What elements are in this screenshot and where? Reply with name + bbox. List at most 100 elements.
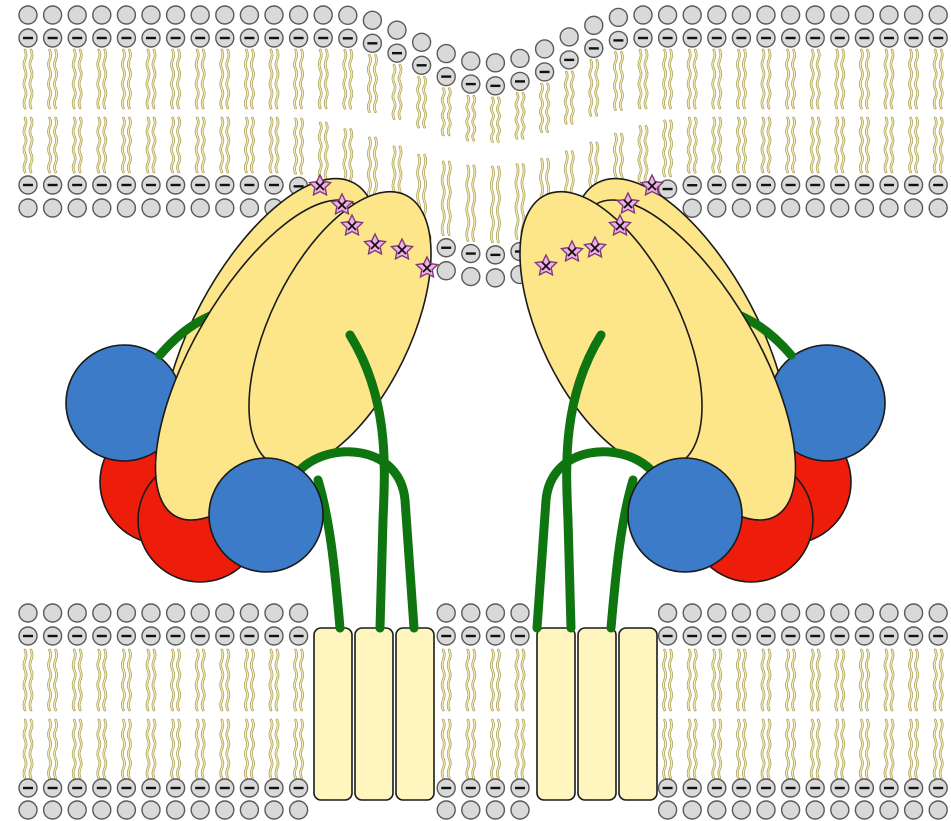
anionic-headgroup-icon — [240, 176, 258, 194]
anionic-headgroup-icon — [19, 176, 37, 194]
anionic-headgroup-icon — [363, 34, 381, 52]
neutral-headgroup-icon — [191, 801, 209, 819]
transmembrane-domain-5 — [578, 628, 616, 800]
anionic-headgroup-icon — [265, 29, 283, 47]
neutral-headgroup-icon — [757, 801, 775, 819]
neutral-headgroup-icon — [511, 49, 529, 67]
anionic-headgroup-icon — [462, 245, 480, 263]
anionic-headgroup-icon — [855, 779, 873, 797]
anionic-headgroup-icon — [855, 29, 873, 47]
anionic-headgroup-icon — [880, 29, 898, 47]
anionic-headgroup-icon — [142, 29, 160, 47]
upper-membrane-bilayer — [19, 6, 947, 287]
anionic-headgroup-icon — [757, 176, 775, 194]
neutral-headgroup-icon — [265, 604, 283, 622]
neutral-headgroup-icon — [929, 6, 947, 24]
anionic-headgroup-icon — [708, 627, 726, 645]
neutral-headgroup-icon — [831, 199, 849, 217]
anionic-headgroup-icon — [634, 29, 652, 47]
anionic-headgroup-icon — [68, 176, 86, 194]
anionic-headgroup-icon — [929, 779, 947, 797]
neutral-headgroup-icon — [290, 604, 308, 622]
neutral-headgroup-icon — [437, 262, 455, 280]
transmembrane-domain-4 — [537, 628, 575, 800]
anionic-headgroup-icon — [536, 63, 554, 81]
neutral-headgroup-icon — [44, 604, 62, 622]
neutral-headgroup-icon — [216, 6, 234, 24]
neutral-headgroup-icon — [929, 604, 947, 622]
neutral-headgroup-icon — [142, 801, 160, 819]
anionic-headgroup-icon — [437, 239, 455, 257]
anionic-headgroup-icon — [240, 627, 258, 645]
neutral-headgroup-icon — [659, 6, 677, 24]
neutral-headgroup-icon — [880, 801, 898, 819]
neutral-headgroup-icon — [659, 801, 677, 819]
neutral-headgroup-icon — [732, 801, 750, 819]
neutral-headgroup-icon — [363, 11, 381, 29]
neutral-headgroup-icon — [216, 199, 234, 217]
anionic-headgroup-icon — [290, 779, 308, 797]
neutral-headgroup-icon — [855, 199, 873, 217]
neutral-headgroup-icon — [93, 199, 111, 217]
neutral-headgroup-icon — [486, 269, 504, 287]
neutral-headgroup-icon — [44, 801, 62, 819]
neutral-headgroup-icon — [782, 199, 800, 217]
anionic-headgroup-icon — [659, 627, 677, 645]
neutral-headgroup-icon — [68, 6, 86, 24]
neutral-headgroup-icon — [806, 199, 824, 217]
transmembrane-domain-6 — [619, 628, 657, 800]
neutral-headgroup-icon — [240, 604, 258, 622]
neutral-headgroup-icon — [44, 6, 62, 24]
right-protein-complex — [482, 146, 885, 628]
anionic-headgroup-icon — [216, 779, 234, 797]
transmembrane-domain-1 — [314, 628, 352, 800]
neutral-headgroup-icon — [831, 801, 849, 819]
anionic-headgroup-icon — [929, 627, 947, 645]
neutral-headgroup-icon — [191, 6, 209, 24]
anionic-headgroup-icon — [240, 779, 258, 797]
anionic-headgroup-icon — [388, 44, 406, 62]
neutral-headgroup-icon — [388, 21, 406, 39]
anionic-headgroup-icon — [339, 29, 357, 47]
anionic-headgroup-icon — [117, 627, 135, 645]
neutral-headgroup-icon — [265, 801, 283, 819]
anionic-headgroup-icon — [437, 779, 455, 797]
anionic-headgroup-icon — [216, 176, 234, 194]
anionic-headgroup-icon — [782, 29, 800, 47]
c2-domain-blue-2 — [209, 458, 323, 572]
anionic-headgroup-icon — [683, 627, 701, 645]
neutral-headgroup-icon — [609, 8, 627, 26]
anionic-headgroup-icon — [290, 627, 308, 645]
neutral-headgroup-icon — [806, 801, 824, 819]
neutral-headgroup-icon — [905, 6, 923, 24]
anionic-headgroup-icon — [905, 779, 923, 797]
neutral-headgroup-icon — [19, 6, 37, 24]
neutral-headgroup-icon — [167, 604, 185, 622]
neutral-headgroup-icon — [339, 6, 357, 24]
anionic-headgroup-icon — [806, 779, 824, 797]
anionic-headgroup-icon — [167, 779, 185, 797]
neutral-headgroup-icon — [757, 6, 775, 24]
anionic-headgroup-icon — [880, 627, 898, 645]
anionic-headgroup-icon — [486, 779, 504, 797]
neutral-headgroup-icon — [462, 801, 480, 819]
neutral-headgroup-icon — [117, 6, 135, 24]
anionic-headgroup-icon — [265, 779, 283, 797]
anionic-headgroup-icon — [68, 627, 86, 645]
anionic-headgroup-icon — [732, 176, 750, 194]
neutral-headgroup-icon — [462, 52, 480, 70]
anionic-headgroup-icon — [511, 627, 529, 645]
anionic-headgroup-icon — [93, 176, 111, 194]
anionic-headgroup-icon — [117, 176, 135, 194]
neutral-headgroup-icon — [511, 801, 529, 819]
anionic-headgroup-icon — [905, 176, 923, 194]
neutral-headgroup-icon — [240, 801, 258, 819]
anionic-headgroup-icon — [44, 176, 62, 194]
neutral-headgroup-icon — [462, 268, 480, 286]
anionic-headgroup-icon — [486, 77, 504, 95]
neutral-headgroup-icon — [216, 604, 234, 622]
anionic-headgroup-icon — [560, 51, 578, 69]
anionic-headgroup-icon — [757, 779, 775, 797]
anionic-headgroup-icon — [831, 176, 849, 194]
